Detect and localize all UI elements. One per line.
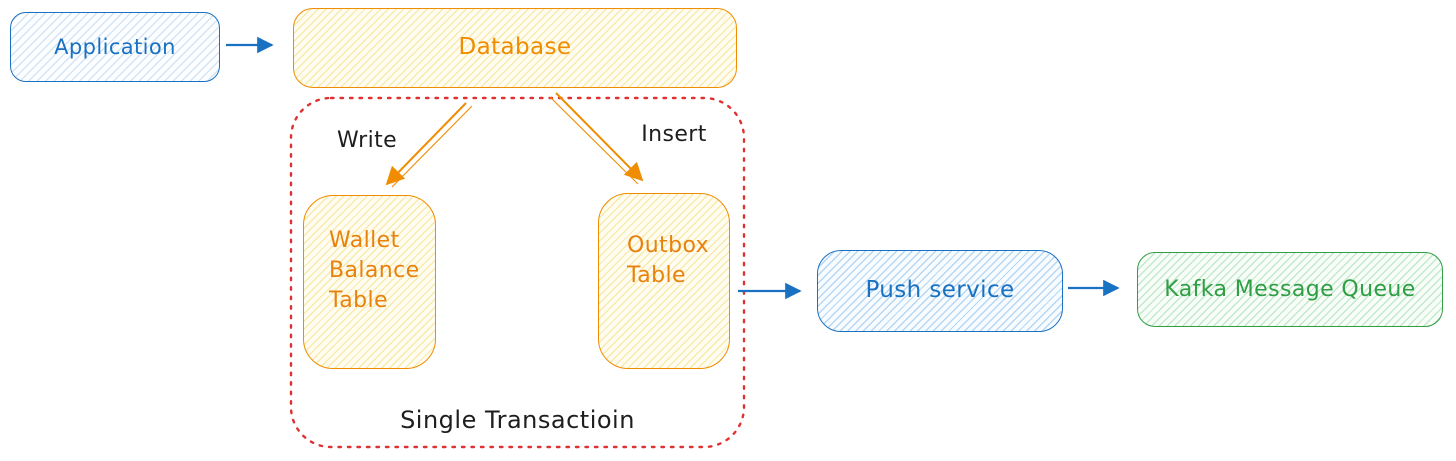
arrow-database-to-outbox-insert-sketchline: [549, 96, 639, 185]
node-outbox-table: Outbox Table: [598, 193, 730, 369]
node-outbox-table-label: Outbox Table: [627, 233, 710, 288]
node-push-service-label: Push service: [865, 277, 1015, 304]
node-kafka-message-queue: Kafka Message Queue: [1137, 252, 1443, 327]
node-push-service: Push service: [817, 250, 1063, 332]
edge-label-insert: Insert: [641, 122, 707, 147]
arrow-database-to-wallet-write-sketchline: [391, 105, 473, 188]
node-kafka-message-queue-label: Kafka Message Queue: [1164, 276, 1416, 302]
edge-label-write: Write: [336, 128, 398, 153]
arrow-database-to-outbox-insert: [555, 92, 644, 182]
node-database: Database: [293, 8, 737, 88]
node-application-label: Application: [54, 34, 176, 59]
node-application: Application: [10, 12, 220, 82]
transaction-boundary-label: Single Transactioin: [400, 406, 635, 434]
node-wallet-balance-table-label: Wallet Balance Table: [329, 228, 420, 313]
node-wallet-balance-table: Wallet Balance Table: [303, 195, 436, 369]
node-database-label: Database: [458, 34, 572, 61]
